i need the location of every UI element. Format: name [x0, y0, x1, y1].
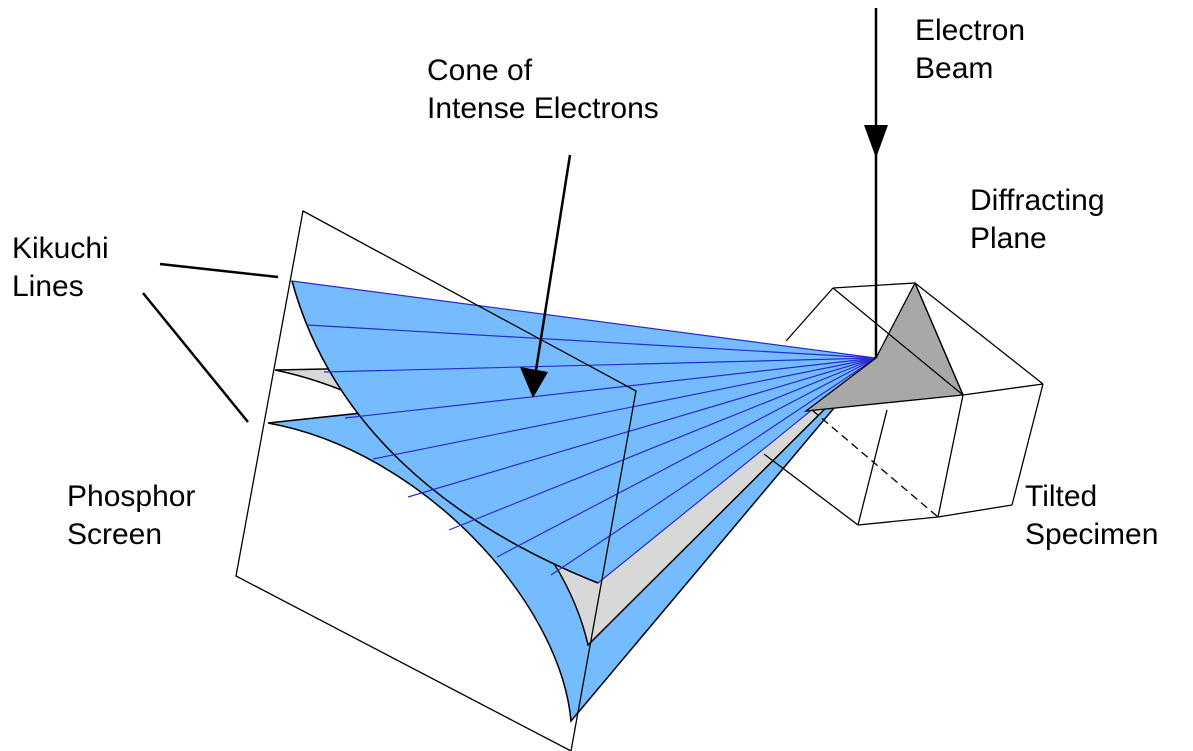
- kikuchi-lines-label: Kikuchi Lines: [12, 232, 109, 303]
- cone-pointer-line: [534, 154, 572, 371]
- diffracting-plane-label: Diffracting Plane: [970, 184, 1105, 255]
- cone-arrowhead-icon: [520, 367, 548, 398]
- tilted-specimen-cube: [763, 282, 1044, 526]
- electron-beam-label: Electron Beam: [915, 14, 1026, 85]
- phosphor-screen-label: Phosphor Screen: [67, 480, 196, 551]
- kikuchi-pointer-lower: [142, 292, 249, 423]
- beam-arrowhead-icon: [864, 125, 888, 158]
- tilted-specimen-label: Tilted Specimen: [1025, 480, 1159, 551]
- cone-generator-lines: [306, 324, 877, 576]
- cone-label: Cone of Intense Electrons: [427, 54, 659, 125]
- kikuchi-pointer-upper: [159, 262, 279, 279]
- phosphor-screen: [235, 210, 637, 751]
- upper-cone-outline: [291, 280, 599, 584]
- hidden-cube-edge: [811, 409, 939, 518]
